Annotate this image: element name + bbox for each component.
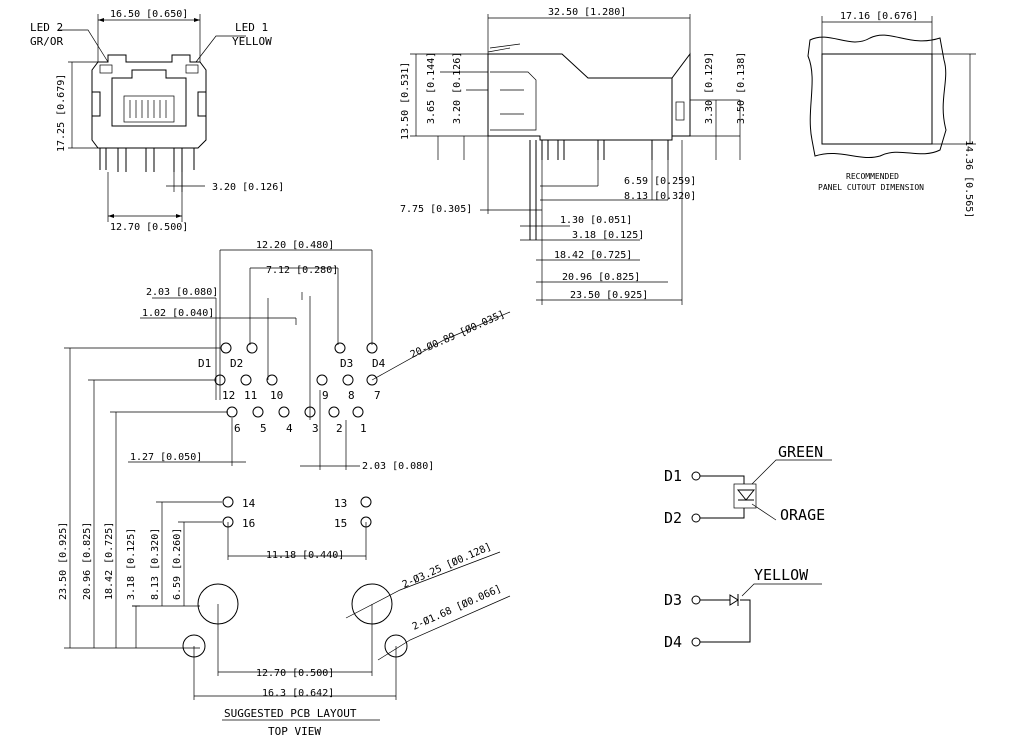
- led1-color: YELLOW: [232, 35, 272, 48]
- pcb-203a-dim: 2.03 [0.080]: [146, 287, 218, 298]
- label-pin14: 14: [242, 497, 256, 510]
- label-d3: D3: [340, 357, 353, 370]
- front-view: [58, 14, 246, 222]
- side-130-dim: 1.30 [0.051]: [560, 215, 632, 226]
- side-318-dim: 3.18 [0.125]: [572, 230, 644, 241]
- cutout-caption-2: PANEL CUTOUT DIMENSION: [818, 183, 924, 192]
- panel-cutout: [807, 16, 976, 158]
- side-350-dim: 3.50 [0.138]: [736, 52, 747, 124]
- label-pin2: 2: [336, 422, 343, 435]
- side-length-dim: 32.50 [1.280]: [548, 7, 626, 18]
- schem-d2: D2: [664, 509, 682, 527]
- side-height-dim: 13.50 [0.531]: [400, 62, 411, 140]
- label-pin8: 8: [348, 389, 355, 402]
- led2-label: LED 2: [30, 21, 63, 34]
- pcb-v659-dim: 6.59 [0.260]: [172, 528, 183, 600]
- pin-row-lower: [226, 406, 364, 418]
- label-pin5: 5: [260, 422, 267, 435]
- pcb-203b-dim: 2.03 [0.080]: [362, 461, 434, 472]
- label-pin3: 3: [312, 422, 319, 435]
- pcb-102-dim: 1.02 [0.040]: [142, 308, 214, 319]
- schem-orage: ORAGE: [780, 506, 825, 524]
- pcb-712-dim: 7.12 [0.280]: [266, 265, 338, 276]
- label-pin1: 1: [360, 422, 367, 435]
- side-775-dim: 7.75 [0.305]: [400, 204, 472, 215]
- cutout-height-dim: 14.36 [0.565]: [963, 140, 974, 218]
- side-813-dim: 8.13 [0.320]: [624, 191, 696, 202]
- pin-row-upper: [214, 374, 378, 386]
- label-pin10: 10: [270, 389, 283, 402]
- side-320-dim: 3.20 [0.126]: [452, 52, 463, 124]
- cutout-caption-1: RECOMMENDED: [846, 172, 899, 181]
- label-pin13: 13: [334, 497, 347, 510]
- label-d2: D2: [230, 357, 243, 370]
- led1-label: LED 1: [235, 21, 268, 34]
- front-width-dim: 16.50 [0.650]: [110, 9, 188, 20]
- label-pin4: 4: [286, 422, 293, 435]
- schem-d1: D1: [664, 467, 682, 485]
- pcb-big-hole-note: 2-Ø3.25 [Ø0.128]: [400, 541, 493, 591]
- side-2096-dim: 20.96 [0.825]: [562, 272, 640, 283]
- pcb-v813-dim: 8.13 [0.320]: [150, 528, 161, 600]
- label-pin11: 11: [244, 389, 257, 402]
- schem-green: GREEN: [778, 443, 823, 461]
- pcb-127-dim: 1.27 [0.050]: [130, 452, 202, 463]
- pcb-v2096-dim: 20.96 [0.825]: [82, 522, 93, 600]
- pcb-caption-2: TOP VIEW: [268, 725, 321, 738]
- front-pin-span-dim: 12.70 [0.500]: [110, 222, 188, 233]
- led-schematic: [691, 459, 832, 647]
- led2-color: GR/OR: [30, 35, 63, 48]
- side-1842-dim: 18.42 [0.725]: [554, 250, 632, 261]
- pcb-caption-1: SUGGESTED PCB LAYOUT: [224, 707, 357, 720]
- label-pin6: 6: [234, 422, 241, 435]
- cutout-width-dim: 17.16 [0.676]: [840, 11, 918, 22]
- pcb-1118-dim: 11.18 [0.440]: [266, 550, 344, 561]
- label-pin16: 16: [242, 517, 255, 530]
- pcb-layout: [64, 249, 511, 721]
- led-pins-row: [220, 342, 378, 354]
- side-659-dim: 6.59 [0.259]: [624, 176, 696, 187]
- side-2350-dim: 23.50 [0.925]: [570, 290, 648, 301]
- label-pin15: 15: [334, 517, 347, 530]
- side-view: [410, 14, 741, 305]
- side-330-dim: 3.30 [0.129]: [704, 52, 715, 124]
- schem-yellow: YELLOW: [754, 566, 809, 584]
- pcb-hole-note: 20-Ø0.89 [Ø0.035]: [408, 308, 506, 361]
- label-d1: D1: [198, 357, 211, 370]
- pcb-small-hole-note: 2-Ø1.68 [Ø0.066]: [410, 583, 503, 633]
- schem-d4: D4: [664, 633, 682, 651]
- pcb-1270-dim: 12.70 [0.500]: [256, 668, 334, 679]
- pcb-v2350-dim: 23.50 [0.925]: [58, 522, 69, 600]
- label-d4: D4: [372, 357, 386, 370]
- schem-d3: D3: [664, 591, 682, 609]
- label-pin7: 7: [374, 389, 381, 402]
- label-pin9: 9: [322, 389, 329, 402]
- pcb-v1842-dim: 18.42 [0.725]: [104, 522, 115, 600]
- front-height-dim: 17.25 [0.679]: [56, 74, 67, 152]
- front-pin-offset-dim: 3.20 [0.126]: [212, 182, 284, 193]
- pcb-163-dim: 16.3 [0.642]: [262, 688, 334, 699]
- side-365-dim: 3.65 [0.144]: [426, 52, 437, 124]
- pcb-v318-dim: 3.18 [0.125]: [126, 528, 137, 600]
- pcb-1220-dim: 12.20 [0.480]: [256, 240, 334, 251]
- label-pin12: 12: [222, 389, 235, 402]
